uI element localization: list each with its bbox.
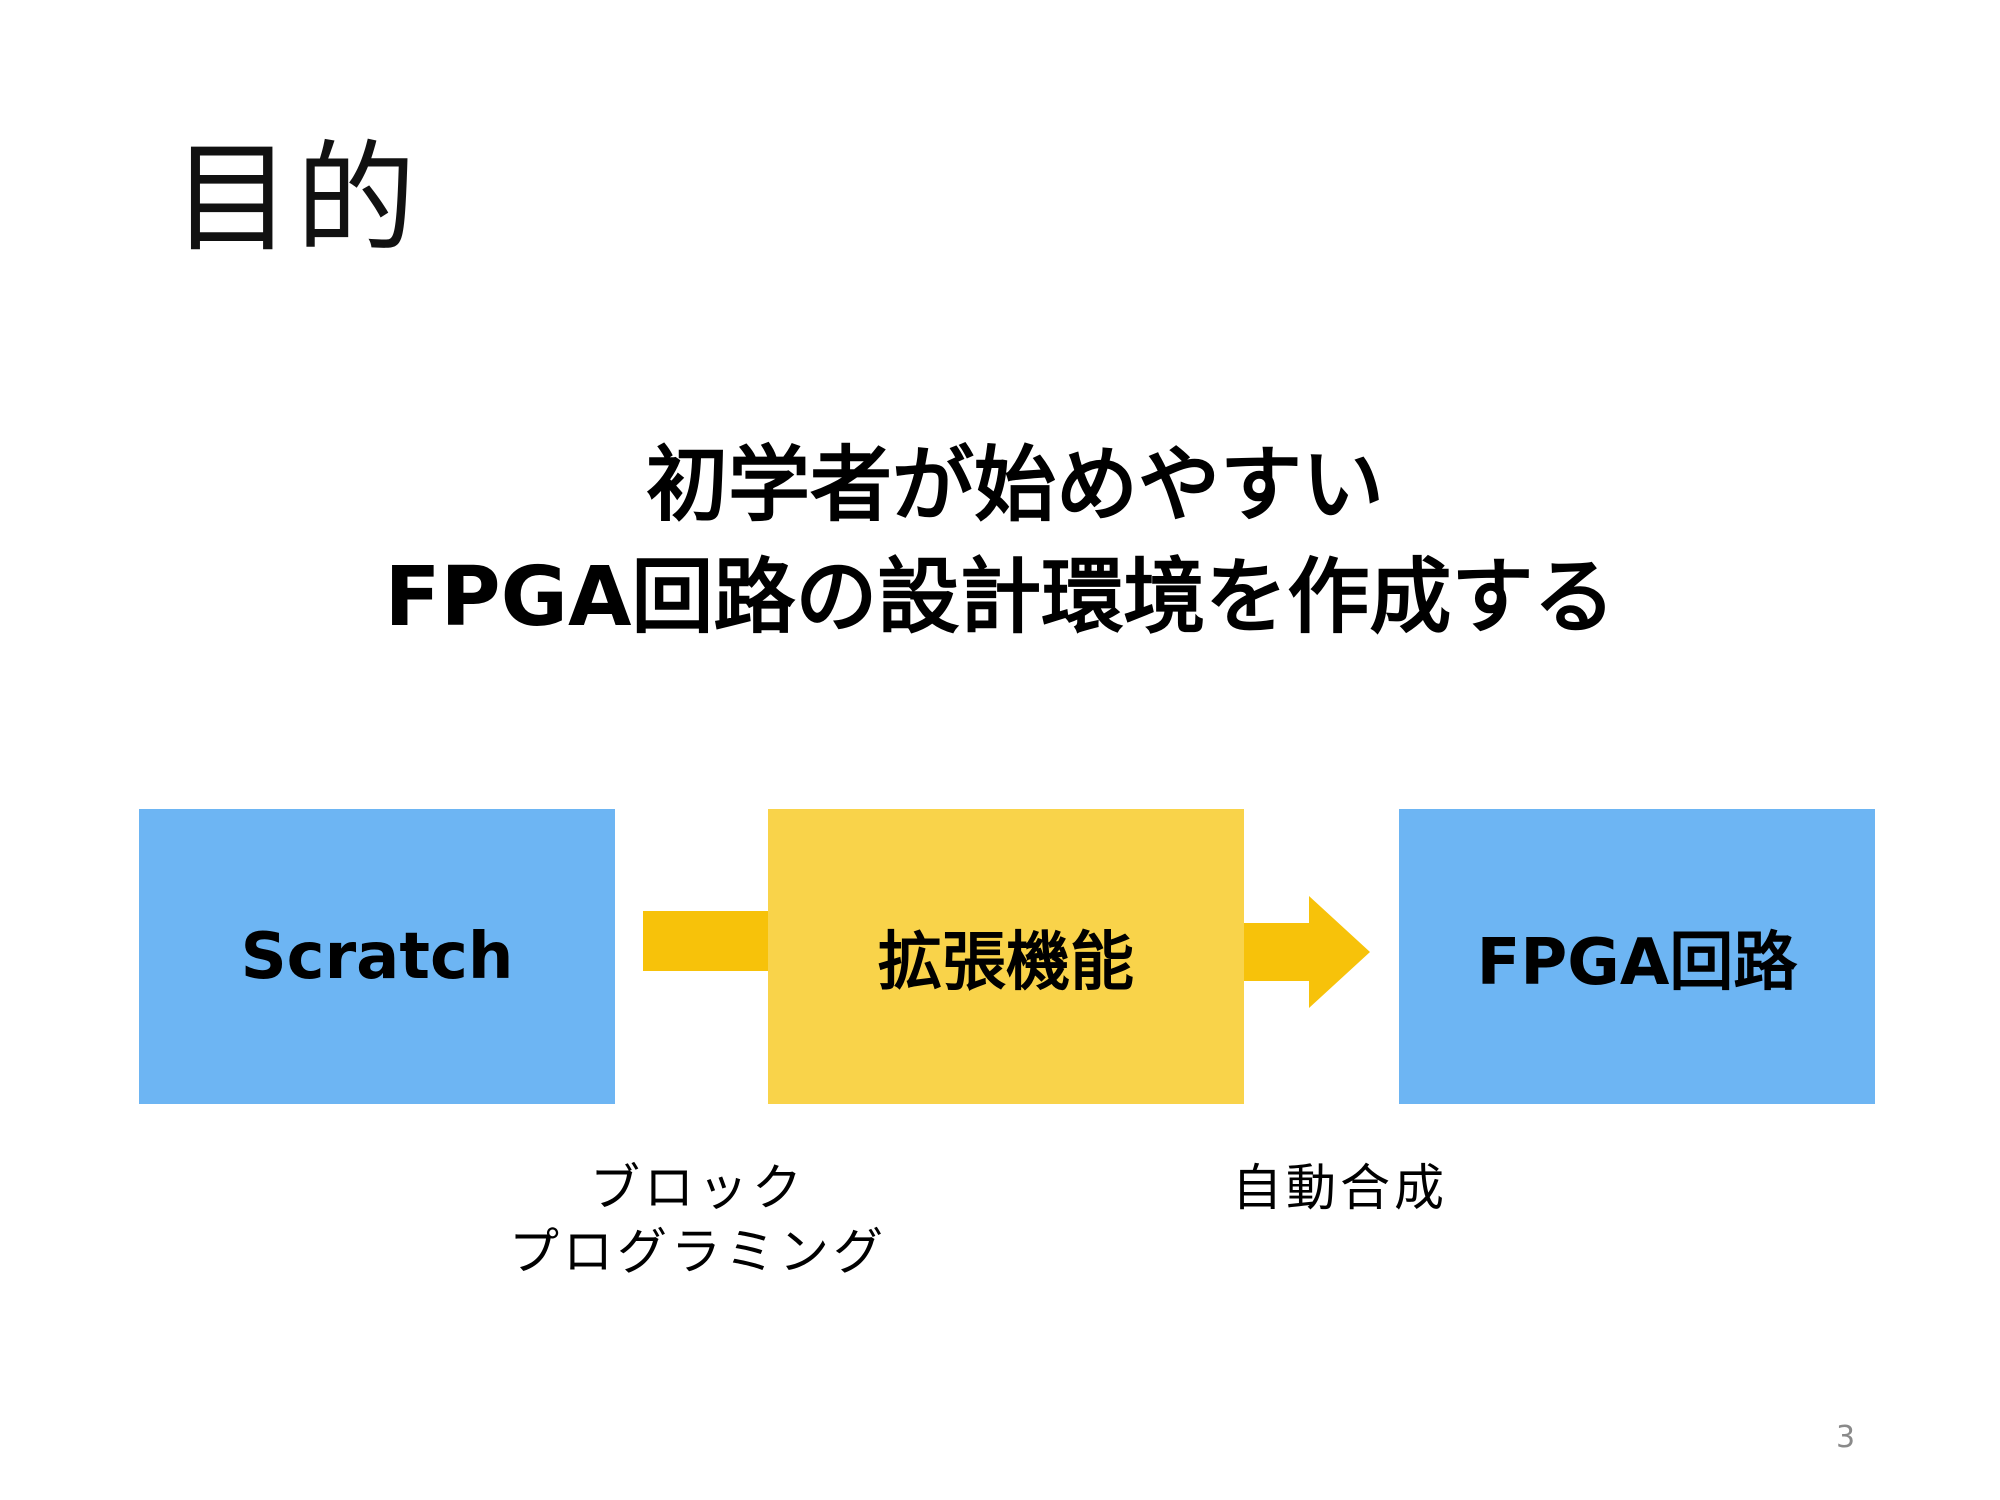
arrow-shaft	[643, 911, 769, 971]
edge-label-line: 自動合成	[1232, 1159, 1448, 1217]
node-fpga-label: FPGA回路	[1476, 925, 1798, 1000]
headline-line-1: 初学者が始めやすい	[645, 438, 1384, 533]
slide-title: 目的	[172, 130, 420, 269]
node-extension: 拡張機能	[768, 809, 1244, 1104]
headline-line-2: FPGA回路の設計環境を作成する	[384, 550, 1616, 645]
edge-label-line: プログラミング	[509, 1223, 887, 1281]
edge-label-block-programming: ブロック プログラミング	[508, 1156, 888, 1284]
node-scratch: Scratch	[139, 809, 615, 1104]
edge-label-auto-synthesis: 自動合成	[1230, 1156, 1450, 1220]
arrow-scratch-to-extension	[643, 911, 769, 971]
node-scratch-label: Scratch	[240, 919, 514, 994]
node-extension-label: 拡張機能	[878, 925, 1134, 1000]
arrow-extension-to-fpga	[1244, 896, 1370, 1008]
node-fpga: FPGA回路	[1399, 809, 1875, 1104]
edge-label-line: ブロック	[590, 1159, 806, 1217]
arrow-head	[1244, 896, 1370, 1008]
headline: 初学者が始めやすい FPGA回路の設計環境を作成する	[0, 430, 2000, 654]
page-number: 3	[1836, 1420, 1856, 1455]
